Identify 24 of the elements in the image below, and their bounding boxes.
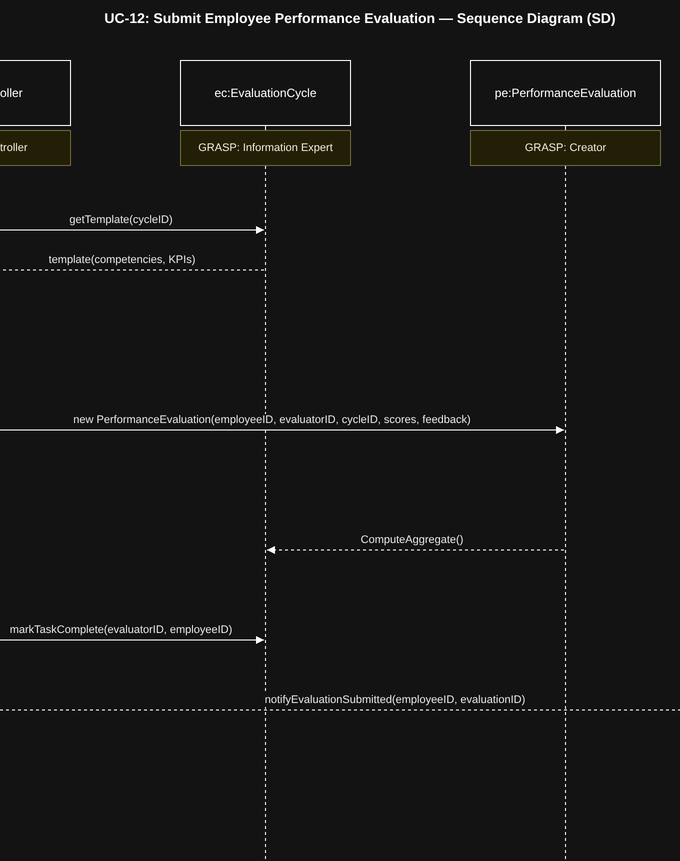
message-arrow [0,636,264,644]
message-label: notifyEvaluationSubmitted(employeeID, evaluationID) [264,694,526,707]
grasp-note-box [470,130,661,166]
participant-box [470,60,661,126]
participant-box [180,60,351,126]
message-arrow [0,226,264,234]
participant-name: pe:PerformanceEvaluation [494,86,636,100]
participant-box [0,60,71,126]
diagram-title: UC-12: Submit Employee Performance Evaluation — Sequence Diagram (SD) [104,9,616,27]
message-label: new PerformanceEvaluation(employeeID, evaluatorID, cycleID, scores, feedback) [72,414,472,427]
grasp-pattern-label: GRASP: Information Expert [198,142,333,154]
message-label: getTemplate(cycleID) [68,214,174,227]
message-arrow [0,426,564,434]
lifeline [564,166,567,861]
dashed-message-arrow [266,546,564,554]
grasp-note-box [180,130,351,166]
participant-name: ec:EvaluationCycle [214,86,317,100]
participant-name: oller [0,86,23,100]
grasp-pattern-label: GRASP: Creator [524,142,606,154]
grasp-pattern-label: troller [0,142,28,154]
grasp-note-box [0,130,71,166]
message-label: markTaskComplete(evaluatorID, employeeID) [8,624,234,637]
message-label: template(competencies, KPIs) [48,254,196,267]
message-label: ComputeAggregate() [360,534,464,547]
